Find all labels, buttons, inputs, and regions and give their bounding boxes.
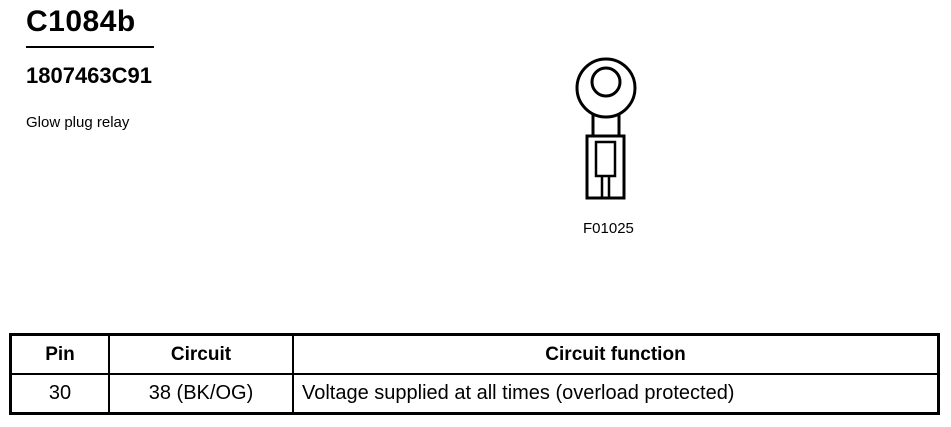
figure-code: F01025 xyxy=(583,220,634,237)
circuit-cell: 38 (BK/OG) xyxy=(108,373,294,415)
column-header-pin: Pin xyxy=(9,333,110,375)
part-number: 1807463C91 xyxy=(26,63,153,88)
column-header-circuit-function: Circuit function xyxy=(292,333,940,375)
pin-cell: 30 xyxy=(9,373,110,415)
connector-id: C1084b xyxy=(26,5,136,38)
table-row: 30 38 (BK/OG) Voltage supplied at all ti… xyxy=(9,373,940,415)
table-header-row: Pin Circuit Circuit function xyxy=(9,333,940,375)
ring-terminal-icon xyxy=(575,57,637,200)
connector-description: Glow plug relay xyxy=(26,114,130,131)
circuit-function-cell: Voltage supplied at all times (overload … xyxy=(292,373,940,415)
title-divider xyxy=(26,46,154,48)
pin-table: Pin Circuit Circuit function 30 38 (BK/O… xyxy=(9,333,940,415)
column-header-circuit: Circuit xyxy=(108,333,294,375)
